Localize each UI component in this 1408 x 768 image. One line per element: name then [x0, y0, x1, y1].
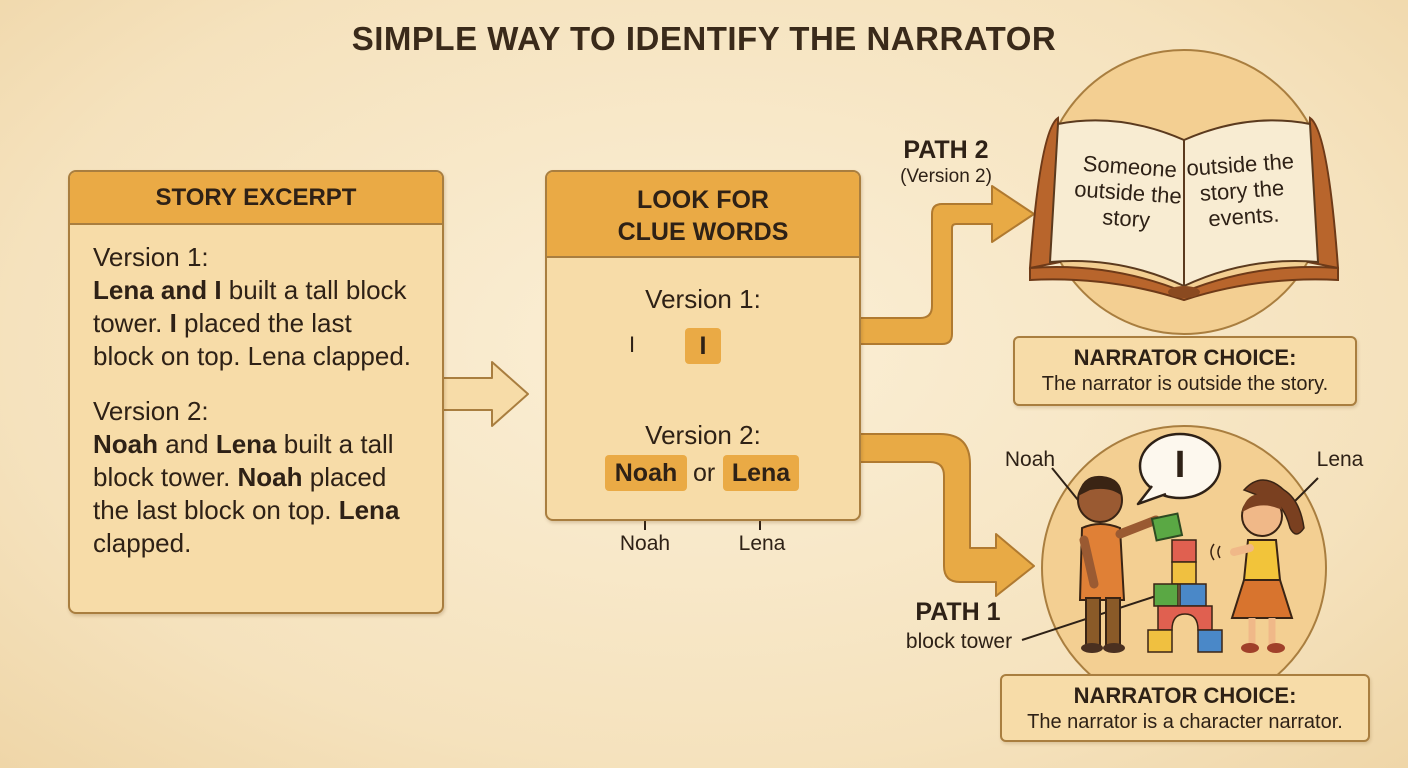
- character-name-lena: Lena: [1316, 448, 1364, 471]
- path2-label: PATH 2: [903, 136, 989, 164]
- block-tower-icon: [1147, 539, 1223, 653]
- path1-arrow: [857, 433, 1035, 597]
- version2-text: Noah and Lena built a tall block tower. …: [93, 429, 400, 558]
- narrator-choice-character-title: NARRATOR CHOICE:: [1073, 683, 1297, 708]
- version2-label: Version 2:: [93, 396, 209, 426]
- path2-arrow: [857, 185, 1035, 345]
- page-title: SIMPLE WAY TO IDENTIFY THE NARRATOR: [351, 20, 1057, 57]
- story-excerpt-heading: STORY EXCERPT: [70, 172, 442, 225]
- clue-or: or: [693, 459, 716, 487]
- book-right-page-text: outside the story the events.: [1185, 148, 1295, 232]
- clue-word-i: I: [685, 328, 721, 364]
- story-excerpt-panel: STORY EXCERPT Version 1: Lena and I buil…: [68, 170, 444, 614]
- clue-word-noah: Noah: [605, 455, 687, 491]
- character-name-noah: Noah: [1004, 448, 1056, 471]
- clue-version1-label: Version 1:: [645, 284, 761, 314]
- boy-icon: [1077, 475, 1161, 653]
- story-excerpt-body: Version 1: Lena and I built a tall block…: [70, 225, 442, 560]
- clue-version1-pronoun: I: [629, 332, 636, 357]
- clue-words-heading: LOOK FOR CLUE WORDS: [547, 172, 859, 258]
- speech-bubble-icon: [1136, 432, 1222, 506]
- version1-text: Lena and I built a tall block tower. I p…: [93, 275, 412, 371]
- speech-bubble-text: I: [1174, 444, 1186, 486]
- path1-label: PATH 1: [915, 598, 1001, 626]
- path2-sublabel: (Version 2): [900, 166, 992, 187]
- path1-sublabel: block tower: [905, 630, 1013, 653]
- version1-label: Version 1:: [93, 242, 209, 272]
- clue-label-lena: Lena: [738, 532, 786, 555]
- narrator-choice-character: NARRATOR CHOICE: The narrator is a chara…: [1000, 674, 1370, 742]
- green-block-icon: [1150, 512, 1184, 542]
- clue-version2-label: Version 2:: [645, 420, 761, 450]
- narrator-choice-outside-text: The narrator is outside the story.: [1041, 373, 1329, 395]
- clue-words-panel: LOOK FOR CLUE WORDS Version 1: I I Versi…: [545, 170, 861, 521]
- arrow-to-clues: [441, 361, 529, 427]
- open-book-icon: [1028, 116, 1340, 302]
- narrator-choice-outside-title: NARRATOR CHOICE:: [1073, 345, 1297, 370]
- clue-label-noah: Noah: [619, 532, 671, 555]
- clue-word-lena: Lena: [723, 455, 799, 491]
- book-left-page-text: Someone outside the story: [1073, 150, 1183, 233]
- narrator-choice-outside: NARRATOR CHOICE: The narrator is outside…: [1013, 336, 1357, 406]
- narrator-choice-character-text: The narrator is a character narrator.: [1027, 711, 1343, 733]
- girl-icon: [1210, 479, 1305, 653]
